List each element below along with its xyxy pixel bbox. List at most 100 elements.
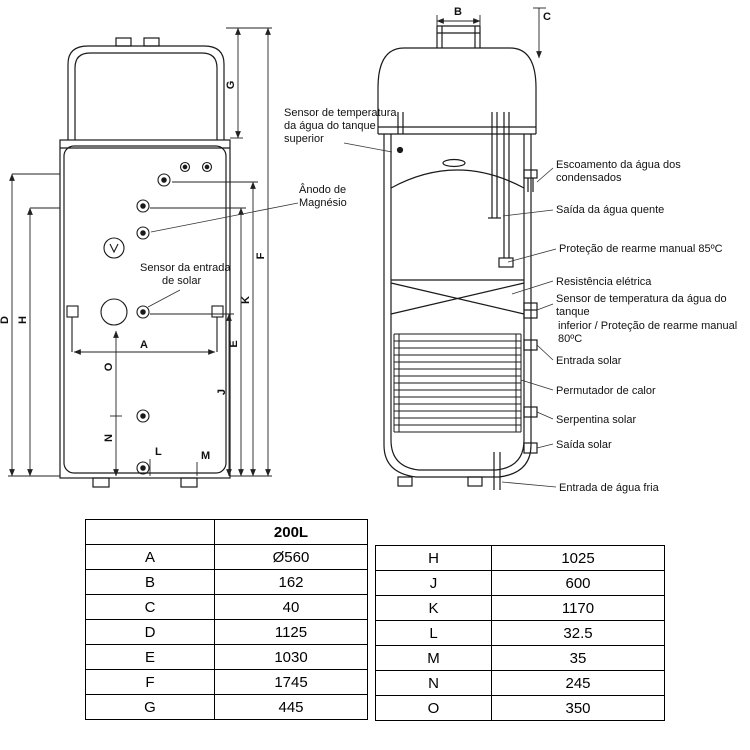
callout-anodo: Ânodo de <box>299 183 346 196</box>
table-row: J 600 <box>375 570 665 596</box>
table-row: 200L <box>85 519 368 545</box>
fitting-port <box>157 173 171 187</box>
table-row: B 162 <box>85 569 368 595</box>
water-heater-diagram: A B C D E F G H J K L M N O Sensor de te… <box>0 6 737 494</box>
dome-vent <box>442 158 466 168</box>
callout-sensor-inferior: inferior / Proteção de rearme manual <box>558 320 737 332</box>
dim-value: 350 <box>491 695 665 721</box>
tank-shell-outer <box>383 134 532 478</box>
anode-port-center <box>140 230 146 236</box>
dim-key: L <box>375 620 492 646</box>
leader-sensor-inferior <box>536 303 554 311</box>
callout-sensor-superior: da água do tanque <box>284 120 376 132</box>
dim-label-o: O <box>103 362 115 371</box>
dim-label-j: J <box>216 389 228 395</box>
condensate-drain-fitting <box>523 169 538 179</box>
model-header-200l: 200L <box>214 519 368 545</box>
fitting-port <box>136 409 150 423</box>
dim-label-b: B <box>454 6 462 18</box>
dim-key: C <box>85 594 215 620</box>
dim-key: J <box>375 570 492 596</box>
tank-foot <box>92 477 110 488</box>
heat-pump-top-outline <box>67 45 225 140</box>
fitting-port <box>136 461 150 475</box>
dim-value: 445 <box>214 694 368 720</box>
dim-value: 162 <box>214 569 368 595</box>
callout-protecao-85: Proteção de rearme manual 85ºC <box>559 243 723 255</box>
leader-serpentina <box>536 411 554 420</box>
upper-tank-sensor <box>396 146 404 154</box>
fitting-port-center <box>140 203 146 209</box>
table-row: N 245 <box>375 670 665 696</box>
dim-label-g: G <box>225 81 237 90</box>
leader-permutador <box>520 379 554 391</box>
fitting-port <box>179 161 191 173</box>
dim-key: N <box>375 670 492 696</box>
blank-header-cell <box>85 519 215 545</box>
dim-label-k: K <box>240 296 252 304</box>
dim-label-n: N <box>103 434 115 442</box>
leader-sensor-entrada-solar <box>147 289 181 308</box>
callout-serpentina: Serpentina solar <box>556 414 636 426</box>
gauge-port <box>103 237 125 259</box>
side-fitting <box>66 305 79 318</box>
fitting-port-center <box>140 413 146 419</box>
callout-permutador: Permutador de calor <box>556 385 656 397</box>
solar-inlet-sensor-center <box>140 309 146 315</box>
thermal-cutout-85c <box>498 257 514 268</box>
dim-key: F <box>85 669 215 695</box>
callout-saida-solar: Saída solar <box>556 439 612 451</box>
table-row: A Ø560 <box>85 544 368 570</box>
cross-section-view <box>377 25 538 490</box>
fitting-port <box>136 199 150 213</box>
table-row: L 32.5 <box>375 620 665 646</box>
leader-resistencia <box>511 280 554 295</box>
dim-key: A <box>85 544 215 570</box>
callout-escoamento: condensados <box>556 172 622 184</box>
callout-sensor-superior: superior <box>284 133 324 145</box>
fitting-port-center <box>182 164 188 170</box>
dim-value: 600 <box>491 570 665 596</box>
dim-key: E <box>85 644 215 670</box>
heat-pump-unit-outline <box>377 47 537 134</box>
electric-heater-element <box>390 282 525 315</box>
dim-value: 35 <box>491 645 665 671</box>
callout-leader-lines <box>147 142 557 488</box>
leader-saida-quente <box>502 209 554 217</box>
table-row: O 350 <box>375 695 665 721</box>
dim-label-m: M <box>201 450 210 462</box>
fitting-port-center <box>204 164 210 170</box>
callout-anodo: Magnésio <box>299 197 347 209</box>
dimension-letters: A B C D E F G H J K L M N O <box>0 6 551 462</box>
dim-value: 1170 <box>491 595 665 621</box>
fitting-port <box>201 161 213 173</box>
tank-body-outline <box>59 139 231 479</box>
leader-entrada-solar <box>536 344 554 361</box>
callout-sensor-inferior: 80ºC <box>558 333 582 345</box>
left-elevation-view <box>59 37 231 488</box>
table-row: M 35 <box>375 645 665 671</box>
callout-sensor-entrada-solar: Sensor da entrada <box>140 262 231 274</box>
callout-escoamento: Escoamento da água dos <box>556 159 681 171</box>
dim-key: B <box>85 569 215 595</box>
side-fitting <box>211 305 224 318</box>
callout-resistencia: Resistência elétrica <box>556 276 652 288</box>
dim-value: Ø560 <box>214 544 368 570</box>
dimensions-table-left: 200L A Ø560 B 162 C 40 D 1125 E 1030 F 1… <box>85 519 368 720</box>
dim-label-d: D <box>0 316 11 324</box>
dim-value: 1030 <box>214 644 368 670</box>
dim-label-c: C <box>543 11 551 23</box>
gauge-glyph <box>109 243 119 254</box>
leader-protecao-85 <box>507 248 557 263</box>
dim-label-l: L <box>155 446 162 458</box>
callout-sensor-entrada-solar: de solar <box>162 275 201 287</box>
callout-labels: Sensor de temperatura da água do tanque … <box>140 107 737 494</box>
leader-sensor-superior <box>343 142 393 153</box>
tank-body-inner <box>63 145 227 474</box>
dim-value: 1025 <box>491 545 665 571</box>
dim-key: H <box>375 545 492 571</box>
callout-sensor-inferior: Sensor de temperatura da água do <box>556 293 727 305</box>
anode-port <box>136 226 150 240</box>
dimension-lines-left-view <box>8 27 272 477</box>
